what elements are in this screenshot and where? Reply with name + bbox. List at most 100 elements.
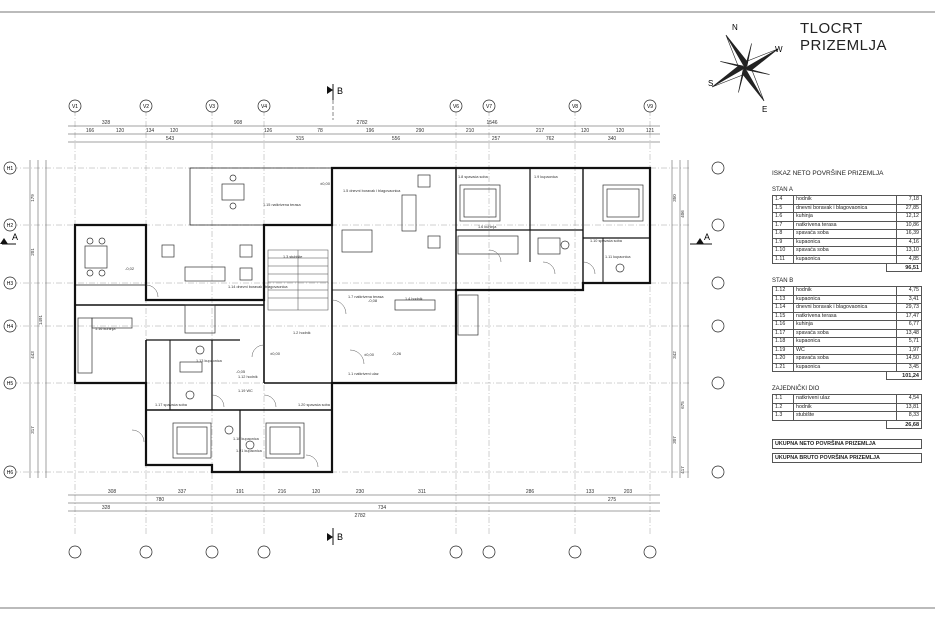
axis-bubbles-bottom <box>68 545 657 559</box>
dim-value: 120 <box>616 128 625 134</box>
room-label: 1.12 hodnik <box>238 375 258 379</box>
room-label: 1.2 hodnik <box>293 331 311 335</box>
axis-label-top: V6 <box>453 104 459 110</box>
dim-value: 290 <box>416 128 425 134</box>
dim-value: 2782 <box>356 120 367 126</box>
room-label: 1.4 hodnik <box>405 297 423 301</box>
dim-value: 328 <box>102 120 111 126</box>
section-mark-b-top <box>327 84 334 120</box>
compass-label-e: E <box>762 105 767 114</box>
dim-value: 286 <box>526 489 535 495</box>
dim-value: 217 <box>536 128 545 134</box>
axis-label-top: V1 <box>72 104 78 110</box>
bed-1-8 <box>459 184 501 222</box>
dim-value: 126 <box>264 128 273 134</box>
bed-1-10 <box>602 184 644 222</box>
dim-value: 196 <box>366 128 375 134</box>
dim-value: 203 <box>624 489 633 495</box>
level-mark: -0,08 <box>368 298 378 303</box>
section-label-a-right: A <box>704 232 710 242</box>
axis-label-left: H6 <box>7 470 14 476</box>
vertical-axes <box>74 110 651 535</box>
bed-1-20 <box>265 422 305 459</box>
sofa-1-5 <box>401 194 417 232</box>
axis-label-top: V4 <box>261 104 267 110</box>
compass-rose-icon: N S E W <box>708 23 783 114</box>
level-mark: ±0,00 <box>364 352 375 357</box>
dim-value: 311 <box>418 489 426 495</box>
total-net-area: UKUPNA NETO POVRŠINA PRIZEMLJA <box>772 438 922 449</box>
dim-value: 210 <box>466 128 475 134</box>
section-label-b-bottom: B <box>337 532 343 542</box>
room-label: 1.7 natkrivena terasa <box>348 295 384 299</box>
room-label: 1.19 WC <box>238 389 253 393</box>
dim-value: 120 <box>312 489 321 495</box>
building-walls <box>73 166 652 474</box>
level-mark: -0,05 <box>236 369 246 374</box>
legend-totals: UKUPNA NETO POVRŠINA PRIZEMLJA UKUPNA BR… <box>772 438 922 463</box>
dim-value: 675 <box>680 401 685 409</box>
compass-label-w: W <box>775 45 783 54</box>
dim-value: 191 <box>236 489 245 495</box>
drawing-title: TLOCRT PRIZEMLJA <box>800 20 888 54</box>
dimension-lines-bottom <box>68 494 660 512</box>
dimension-lines-top <box>68 125 660 143</box>
room-label: 1.21 kupaonica <box>236 449 263 453</box>
room-label: 1.17 spavaća soba <box>155 403 188 407</box>
room-label: 1.15 natkrivena terasa <box>263 203 301 207</box>
dim-value: 762 <box>546 136 555 142</box>
dim-value: 201 <box>30 248 35 256</box>
room-label: 1.14 dnevni boravak i blagovaonica <box>228 285 288 289</box>
door-swings <box>131 249 596 468</box>
room-label: 1.10 spavaća soba <box>590 239 623 243</box>
dim-value: 134 <box>146 128 155 134</box>
dim-value: 1491 <box>38 314 43 325</box>
dim-value: 443 <box>30 351 35 359</box>
dim-value: 166 <box>86 128 95 134</box>
sofa-1-14 <box>184 266 226 282</box>
section-mark-a-right <box>690 238 712 245</box>
dim-value: 543 <box>166 136 175 142</box>
room-label: 1.1 natkriveni ulaz <box>348 372 379 376</box>
level-mark: -0,26 <box>392 351 402 356</box>
legend-sum: 101,24 <box>886 372 922 380</box>
level-mark: ±0,00 <box>320 181 331 186</box>
dim-value: 337 <box>178 489 187 495</box>
room-label: 1.6 kuhinja <box>478 225 497 229</box>
stairs <box>267 249 329 311</box>
room-label: 1.16 kuhinja <box>95 327 116 331</box>
dim-value: 308 <box>108 489 117 495</box>
dim-value: 556 <box>392 136 401 142</box>
dim-value: 120 <box>116 128 125 134</box>
dim-value: 315 <box>296 136 305 142</box>
dim-value: 275 <box>608 497 617 503</box>
axis-label-top: V8 <box>572 104 578 110</box>
dimension-lines-sides <box>29 160 689 478</box>
legend-section-title: STAN B <box>772 278 794 284</box>
dim-value: 230 <box>356 489 365 495</box>
dim-value: 406 <box>680 210 685 218</box>
dim-value: 1546 <box>486 120 497 126</box>
area-legend: ISKAZ NETO POVRŠINE PRIZEMLJA STAN A 1.4… <box>772 170 922 467</box>
axis-label-left: H4 <box>7 324 14 330</box>
room-label: 1.11 kupaonica <box>605 255 631 259</box>
dim-value: 417 <box>680 466 685 474</box>
bed-1-17 <box>172 422 212 459</box>
axis-label-left: H3 <box>7 281 14 287</box>
dining-table-1-5 <box>341 229 373 253</box>
dim-value: 78 <box>317 128 323 134</box>
